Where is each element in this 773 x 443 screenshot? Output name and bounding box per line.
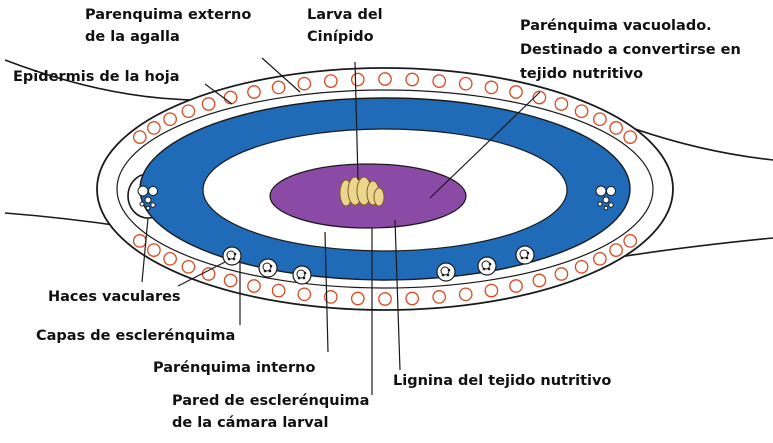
parenchyma-cell (379, 293, 391, 305)
vascular-bundle (478, 257, 496, 275)
parenchyma-cell (510, 280, 522, 292)
parenchyma-cell (610, 122, 622, 134)
parenchyma-cell (352, 73, 364, 85)
label-parenquima-vacuolado: Parénquima vacuolado. Destinado a conver… (520, 14, 741, 86)
parenchyma-cell (202, 98, 214, 110)
tip-bundle-vessel (604, 206, 608, 210)
parenchyma-cell (485, 284, 497, 296)
tip-bundle-vessel (596, 186, 606, 196)
parenchyma-cell (272, 284, 284, 296)
label-capas: Capas de esclerénquima (36, 325, 235, 347)
tip-bundle-vessel (145, 197, 151, 203)
parenchyma-cell (379, 73, 391, 85)
tip-bundle-vessel (140, 202, 144, 206)
parenchyma-cell (433, 291, 445, 303)
label-epidermis: Epidermis de la hoja (13, 66, 179, 88)
parenchyma-cell (594, 113, 606, 125)
vascular-bundle (516, 246, 534, 264)
parenchyma-cell (510, 86, 522, 98)
parenchyma-cell (248, 280, 260, 292)
parenchyma-cell (610, 244, 622, 256)
parenchyma-cell (555, 98, 567, 110)
parenchyma-cell (134, 131, 146, 143)
label-larva-line1: Larva del (307, 4, 383, 26)
parenchyma-cell (352, 292, 364, 304)
tip-bundle-vessel (603, 197, 609, 203)
parenchyma-cell (272, 81, 284, 93)
parenchyma-cell (224, 274, 236, 286)
vascular-bundle (293, 266, 311, 284)
label-parenquima-vacuolado-line1: Parénquima vacuolado. (520, 14, 741, 38)
parenchyma-cell (134, 235, 146, 247)
tip-bundle-vessel (607, 187, 616, 196)
parenchyma-cell (575, 105, 587, 117)
parenchyma-cell (164, 113, 176, 125)
label-larva-line2: Cinípido (307, 26, 383, 48)
parenchyma-cell (433, 75, 445, 87)
label-haces: Haces vaculares (48, 286, 181, 308)
label-lignina: Lignina del tejido nutritivo (393, 370, 611, 392)
parenchyma-cell (202, 268, 214, 280)
vascular-bundle (223, 247, 241, 265)
parenchyma-cell (533, 274, 545, 286)
parenchyma-cell (624, 235, 636, 247)
vascular-bundle (259, 259, 277, 277)
label-larva: Larva del Cinípido (307, 4, 383, 48)
parenchyma-cell (182, 105, 194, 117)
parenchyma-cell (406, 73, 418, 85)
parenchyma-cell (248, 86, 260, 98)
parenchyma-cell (555, 268, 567, 280)
label-parenquima-vacuolado-line2: Destinado a convertirse en (520, 38, 741, 62)
parenchyma-cell (148, 122, 160, 134)
label-parenquima-externo: Parenquima externo de la agalla (85, 4, 251, 48)
parenchyma-cell (298, 78, 310, 90)
label-parenquima-interno: Parénquima interno (153, 357, 315, 379)
tip-bundle-vessel (146, 206, 150, 210)
parenchyma-cell (148, 244, 160, 256)
tip-bundle-vessel (149, 187, 158, 196)
tip-bundle-vessel (138, 186, 148, 196)
parenchyma-cell (460, 288, 472, 300)
parenchyma-cell (325, 75, 337, 87)
parenchyma-cell (224, 91, 236, 103)
label-parenquima-vacuolado-line3: tejido nutritivo (520, 62, 741, 86)
parenchyma-cell (575, 261, 587, 273)
tip-bundle-vessel (151, 203, 155, 207)
label-parenquima-externo-line2: de la agalla (85, 26, 251, 48)
parenchyma-cell (298, 288, 310, 300)
parenchyma-cell (624, 131, 636, 143)
label-pared: Pared de esclerénquima de la cámara larv… (172, 390, 369, 434)
label-pared-line1: Pared de esclerénquima (172, 390, 369, 412)
parenchyma-cell (406, 292, 418, 304)
tip-bundle-vessel (598, 202, 602, 206)
label-pared-line2: de la cámara larval (172, 412, 369, 434)
vascular-bundle (437, 263, 455, 281)
tip-bundle-vessel (609, 203, 613, 207)
label-parenquima-externo-line1: Parenquima externo (85, 4, 251, 26)
parenchyma-cell (460, 78, 472, 90)
parenchyma-cell (594, 253, 606, 265)
parenchyma-cell (164, 253, 176, 265)
parenchyma-cell (182, 261, 194, 273)
parenchyma-cell (485, 81, 497, 93)
